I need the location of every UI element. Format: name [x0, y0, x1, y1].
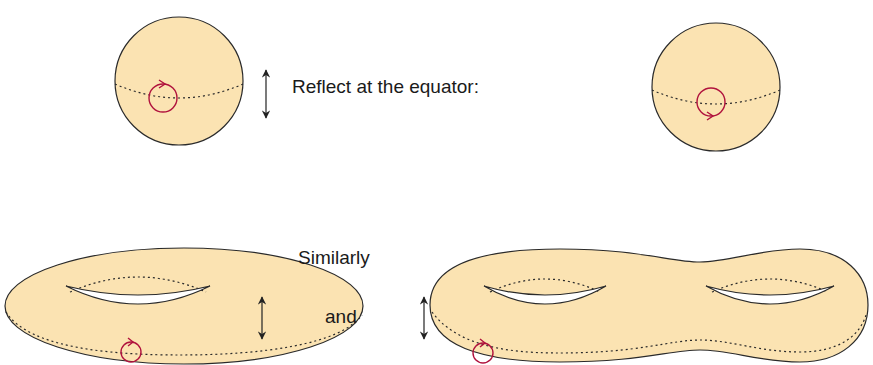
sphere: [652, 23, 780, 151]
torus-hole: [706, 286, 834, 304]
torus-hole: [484, 286, 606, 304]
torus-hole: [66, 286, 210, 304]
rotation-circle: [149, 84, 177, 112]
reflection-arrow: [261, 297, 262, 339]
sphere: [115, 17, 243, 145]
hole-back: [712, 279, 828, 292]
double-torus: [430, 249, 868, 362]
caption-text: and: [325, 306, 357, 329]
equator: [115, 84, 243, 98]
rotation-arrowhead: [128, 338, 133, 346]
hole-back: [70, 277, 206, 292]
caption-text: Reflect at the equator:: [292, 76, 479, 99]
front-curve: [432, 312, 866, 353]
rotation-circle: [121, 342, 141, 362]
rotation-circle: [473, 343, 493, 363]
rotation-arrowhead: [480, 339, 485, 347]
hole-back: [490, 279, 600, 292]
reflection-arrow: [423, 297, 424, 339]
rotation-circle: [697, 88, 725, 116]
rotation-arrowhead: [707, 112, 713, 120]
caption-text: Similarly: [298, 247, 370, 270]
equator: [652, 90, 780, 104]
front-curve: [6, 312, 362, 355]
reflection-arrow: [265, 70, 266, 118]
rotation-arrowhead: [159, 80, 165, 88]
